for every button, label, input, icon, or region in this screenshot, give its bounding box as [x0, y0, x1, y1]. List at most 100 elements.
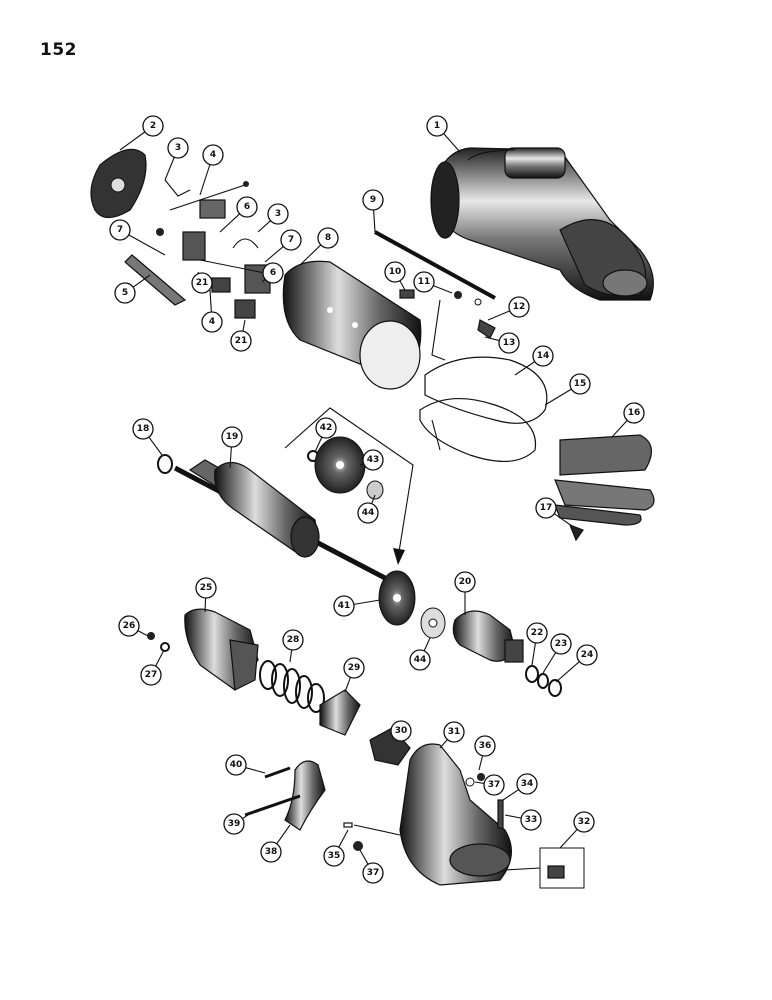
callout-leader	[373, 209, 376, 233]
callout-leader	[299, 244, 322, 266]
callout-33: 33	[504, 809, 542, 831]
callout-6: 6	[261, 262, 284, 284]
callout-44: 44	[409, 637, 431, 671]
callout-leader	[443, 133, 461, 153]
callout-leader	[531, 642, 536, 666]
callout-circle	[550, 633, 572, 655]
callout-leader	[242, 814, 249, 820]
callout-number: 31	[448, 727, 461, 737]
callout-circle	[140, 664, 162, 686]
callout-circle	[573, 811, 595, 833]
callout-circle	[323, 845, 345, 867]
callout-number: 43	[367, 455, 380, 465]
callout-34: 34	[502, 773, 538, 801]
callout-21: 21	[230, 319, 252, 352]
callout-number: 2	[150, 121, 156, 131]
callout-circle	[195, 577, 217, 599]
callout-number: 16	[628, 408, 641, 418]
callout-number: 37	[488, 780, 501, 790]
callout-circle	[362, 189, 384, 211]
callout-3: 3	[257, 203, 289, 233]
callout-leader	[257, 220, 271, 233]
callout-circle	[498, 332, 520, 354]
callout-number: 10	[389, 267, 402, 277]
callout-17: 17	[535, 497, 573, 527]
callout-circle	[483, 774, 505, 796]
callout-number: 41	[338, 601, 351, 611]
callout-number: 22	[531, 628, 544, 638]
callout-circle	[526, 622, 548, 644]
callout-number: 37	[367, 868, 380, 878]
callout-leader	[371, 494, 376, 504]
callout-circle	[221, 426, 243, 448]
commutator-end-plate	[90, 148, 147, 219]
callout-leader	[338, 829, 349, 848]
lever-hardware	[343, 773, 504, 851]
callout-21: 21	[191, 271, 213, 294]
callout-10: 10	[384, 261, 406, 291]
callout-8: 8	[299, 227, 339, 266]
callout-39: 39	[223, 813, 249, 835]
assembled-starter-motor	[430, 147, 654, 301]
callout-number: 4	[210, 150, 216, 160]
callout-leader	[229, 446, 232, 469]
callout-leader	[555, 661, 580, 683]
callout-28: 28	[282, 629, 304, 663]
callout-number: 42	[320, 423, 333, 433]
callout-circle	[142, 115, 164, 137]
callout-leader	[544, 388, 572, 406]
callout-circle	[362, 449, 384, 471]
callout-leader	[219, 213, 241, 233]
callout-leader	[433, 285, 453, 294]
callout-number: 14	[537, 351, 550, 361]
callout-44: 44	[357, 494, 379, 524]
callout-number: 25	[200, 583, 213, 593]
field-coils	[419, 356, 548, 463]
callout-37: 37	[359, 849, 384, 884]
callout-circle	[201, 311, 223, 333]
callout-leader	[137, 630, 149, 637]
callout-40: 40	[225, 754, 266, 776]
callout-circle	[474, 735, 496, 757]
callout-circle	[443, 721, 465, 743]
callout-circle	[413, 271, 435, 293]
callout-leader	[155, 649, 165, 667]
callout-number: 1	[434, 121, 440, 131]
callout-leader	[611, 419, 628, 438]
callout-32: 32	[559, 811, 595, 849]
callout-circle	[191, 272, 213, 294]
callout-circle	[167, 137, 189, 159]
callout-31: 31	[439, 721, 465, 749]
plunger-spring	[259, 660, 325, 713]
callout-14: 14	[514, 345, 554, 376]
callout-number: 9	[370, 195, 376, 205]
callout-number: 20	[459, 577, 472, 587]
callout-number: 29	[348, 663, 361, 673]
callout-18: 18	[132, 418, 163, 456]
pole-shoes	[554, 434, 655, 526]
callout-number: 15	[574, 379, 587, 389]
housing-plug	[504, 847, 585, 889]
callout-leader	[242, 319, 246, 332]
callout-circle	[508, 296, 530, 318]
callout-number: 11	[418, 277, 431, 287]
callout-circle	[409, 649, 431, 671]
callout-4: 4	[201, 289, 223, 333]
callout-number: 35	[328, 851, 341, 861]
callout-26: 26	[118, 615, 149, 637]
brake-washers-group	[284, 407, 446, 639]
callout-leader	[344, 677, 352, 693]
callout-circle	[384, 261, 406, 283]
callout-circle	[118, 615, 140, 637]
callout-number: 36	[479, 741, 492, 751]
callout-27: 27	[140, 649, 165, 686]
callout-leader	[478, 755, 484, 771]
callout-number: 7	[288, 235, 294, 245]
callout-number: 13	[503, 338, 516, 348]
callout-circle	[317, 227, 339, 249]
callout-29: 29	[343, 657, 365, 693]
callout-leader	[119, 131, 146, 151]
callout-13: 13	[484, 332, 520, 354]
solenoid-nut-washer	[147, 632, 170, 652]
